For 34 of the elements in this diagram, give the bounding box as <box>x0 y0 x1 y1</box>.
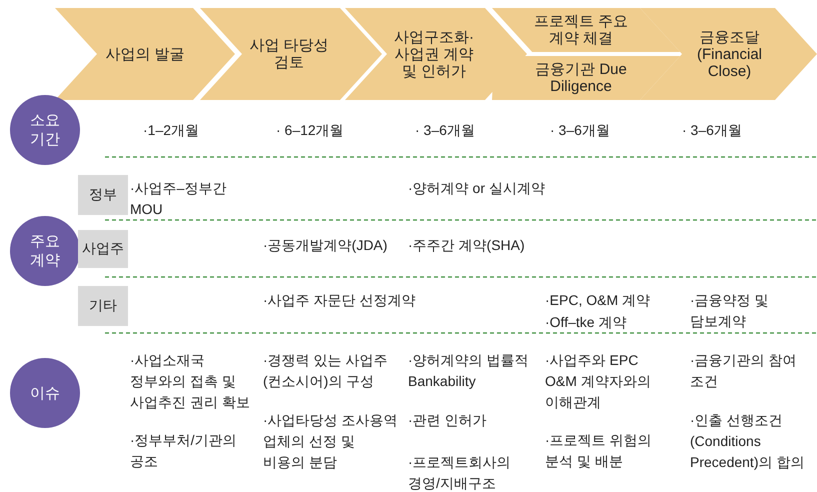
issue-text: ·정부부처/기관의 공조 <box>130 431 238 471</box>
issue-text: ·사업소재국 정부와의 접촉 및 사업추진 권리 확보 <box>130 351 251 412</box>
contract-text: ·사업주 자문단 선정계약 <box>263 291 416 310</box>
row-header-box: 사업주 <box>78 230 128 268</box>
issue-text: ·관련 인허가 <box>408 411 488 430</box>
duration-text: · 3–6개월 <box>682 121 743 140</box>
category-circle: 주요 계약 <box>10 216 80 286</box>
issue-text: ·인출 선행조건 (Conditions Precedent)의 합의 <box>690 411 806 472</box>
chevron-step: 금융조달 (Financial Close) <box>640 8 817 100</box>
contract-text: ·공동개발계약(JDA) <box>263 236 388 255</box>
issue-text: ·프로젝트회사의 경영/지배구조 <box>408 453 512 492</box>
row-header-box: 기타 <box>78 286 128 326</box>
issue-text: ·양허계약의 법률적 Bankability <box>408 351 530 391</box>
contract-text: ·EPC, O&M 계약 <box>545 291 652 310</box>
chevron-step: 사업의 발굴 <box>55 8 235 100</box>
issue-text: ·금융기관의 참여 조건 <box>690 351 798 391</box>
duration-text: · 6–12개월 <box>276 121 345 140</box>
issue-text: ·프로젝트 위험의 분석 및 배분 <box>545 431 653 471</box>
contract-text: ·사업주–정부간 MOU <box>130 179 228 219</box>
issue-text: ·경쟁력 있는 사업주 (컨소시어)의 구성 <box>263 351 388 391</box>
duration-text: · 3–6개월 <box>415 121 476 140</box>
chevron-step: 금융기관 Due Diligence <box>492 56 682 100</box>
category-circle: 이슈 <box>10 358 80 428</box>
contract-text: ·양허계약 or 실시계약 <box>408 179 546 198</box>
category-circle: 소요 기간 <box>10 95 80 165</box>
issue-text: ·사업주와 EPC O&M 계약자와의 이해관계 <box>545 351 652 412</box>
issue-text: ·사업타당성 조사용역 업체의 선정 및 비용의 분담 <box>263 411 399 472</box>
chevron-step: 사업 타당성 검토 <box>200 8 382 100</box>
duration-text: ·1–2개월 <box>143 121 200 140</box>
row-header-box: 정부 <box>78 175 128 215</box>
contract-text: ·금융약정 및 담보계약 <box>690 291 770 331</box>
contract-text: ·주주간 계약(SHA) <box>408 236 526 255</box>
duration-text: · 3–6개월 <box>550 121 611 140</box>
contract-text: ·Off–tke 계약 <box>545 313 628 332</box>
